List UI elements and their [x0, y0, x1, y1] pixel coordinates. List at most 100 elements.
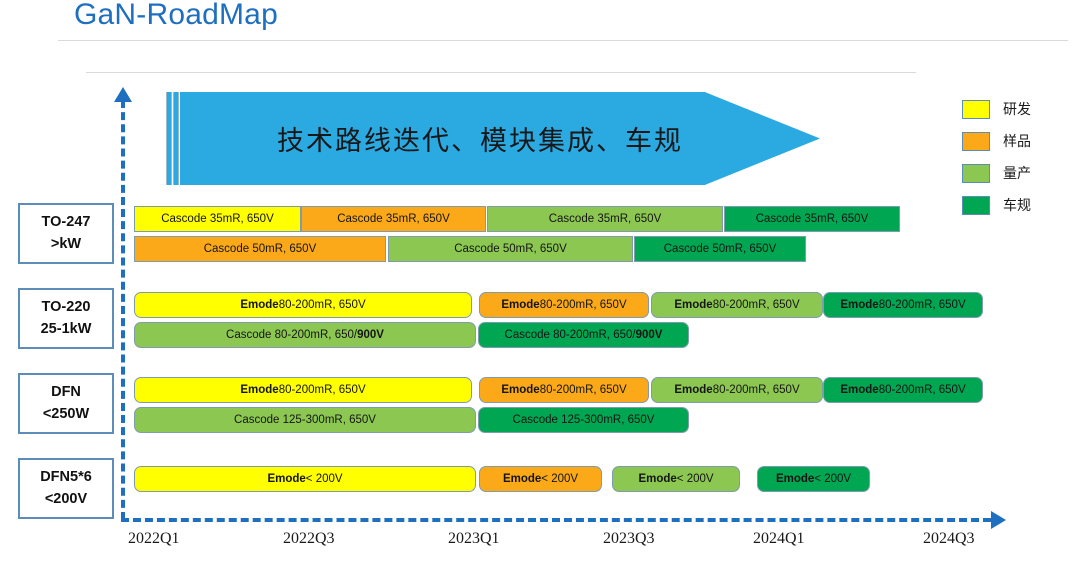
bar-label-text: Cascode 125-300mR, 650V — [234, 414, 376, 426]
roadmap-bar: Emode 80-200mR, 650V — [651, 377, 823, 403]
legend-item: 研发 — [962, 96, 1031, 122]
roadmap-bar: Emode 80-200mR, 650V — [823, 377, 983, 403]
bar-label-text: Cascode 125-300mR, 650V — [512, 414, 655, 426]
banner-arrow-shape — [180, 92, 820, 185]
bar-label-prefix: Emode — [840, 384, 879, 396]
roadmap-bar: Cascode 50mR, 650V — [134, 236, 386, 262]
roadmap-bar: Cascode 80-200mR, 650/900V — [134, 322, 476, 348]
bar-label-text: Cascode 50mR, 650V — [203, 243, 317, 255]
bar-label-prefix: Emode — [674, 384, 713, 396]
content-divider — [86, 72, 916, 73]
roadmap-bar: Emode 80-200mR, 650V — [134, 292, 472, 318]
roadmap-bar: Cascode 35mR, 650V — [301, 206, 486, 232]
bar-label-text: 80-200mR, 650V — [539, 299, 627, 311]
roadmap-bar: Cascode 50mR, 650V — [388, 236, 633, 262]
roadmap-bar: Cascode 50mR, 650V — [634, 236, 806, 262]
bar-label-text: < 200V — [541, 473, 579, 485]
roadmap-bar: Emode 80-200mR, 650V — [651, 292, 823, 318]
category-label-box: DFN <250W — [18, 373, 114, 434]
roadmap-bar: Cascode 35mR, 650V — [724, 206, 900, 232]
legend-item-label: 研发 — [1003, 102, 1031, 118]
bar-label-text: < 200V — [305, 473, 343, 485]
category-power-rating: >kW — [50, 235, 82, 252]
bar-label-prefix: Emode — [502, 473, 542, 485]
legend-item-label: 样品 — [1003, 134, 1031, 150]
bar-label-prefix: Emode — [501, 384, 540, 396]
bar-label-prefix: Emode — [775, 473, 815, 485]
bar-label-prefix: Emode — [240, 299, 279, 311]
banner-stripe-left — [166, 92, 172, 185]
legend-swatch-icon — [962, 99, 990, 119]
category-label-box: TO-220 25-1kW — [18, 288, 114, 349]
bar-label-prefix: Emode — [501, 299, 540, 311]
legend-swatch-icon — [962, 131, 990, 151]
category-package-name: TO-247 — [41, 214, 91, 231]
roadmap-bar: Cascode 35mR, 650V — [487, 206, 723, 232]
timeline-tick-label: 2024Q3 — [923, 530, 975, 547]
roadmap-bar: Cascode 35mR, 650V — [134, 206, 301, 232]
banner-stripe-right — [173, 92, 179, 185]
roadmap-bar: Emode < 200V — [757, 466, 870, 492]
bar-label-text: Cascode 35mR, 650V — [161, 213, 274, 225]
roadmap-bar: Emode < 200V — [479, 466, 602, 492]
bar-label-text: 80-200mR, 650V — [712, 299, 800, 311]
category-power-rating: 25-1kW — [40, 320, 92, 337]
roadmap-bar: Emode 80-200mR, 650V — [479, 377, 649, 403]
timeline-tick-label: 2022Q3 — [283, 530, 335, 547]
timeline-tick-label: 2022Q1 — [128, 530, 180, 547]
bar-label-text: 80-200mR, 650V — [878, 299, 966, 311]
title-divider — [58, 40, 1068, 41]
category-label-box: DFN5*6 <200V — [18, 458, 114, 519]
category-package-name: DFN — [51, 384, 81, 401]
legend-item: 车规 — [962, 192, 1031, 218]
legend-item: 量产 — [962, 160, 1031, 186]
bar-label-text: < 200V — [676, 473, 714, 485]
bar-label-text: Cascode 80-200mR, 650/ — [504, 329, 636, 341]
bar-label-prefix: Emode — [267, 473, 306, 485]
bar-label-text: 80-200mR, 650V — [539, 384, 627, 396]
bar-label-text: Cascode 35mR, 650V — [755, 213, 869, 225]
bar-label-prefix: Emode — [840, 299, 879, 311]
bar-label-suffix: 900V — [635, 329, 663, 341]
legend-swatch-icon — [962, 195, 990, 215]
bar-label-text: Cascode 80-200mR, 650/ — [226, 329, 358, 341]
legend: 研发样品量产车规 — [962, 96, 1031, 224]
roadmap-bar: Cascode 125-300mR, 650V — [478, 407, 689, 433]
roadmap-bar: Cascode 80-200mR, 650/900V — [478, 322, 689, 348]
roadmap-bar: Cascode 125-300mR, 650V — [134, 407, 476, 433]
bar-label-text: 80-200mR, 650V — [278, 384, 366, 396]
vertical-axis-arrow-icon — [114, 87, 132, 102]
bar-label-suffix: 900V — [357, 329, 384, 341]
bar-label-text: Cascode 50mR, 650V — [663, 243, 777, 255]
legend-item: 样品 — [962, 128, 1031, 154]
strategy-banner-arrow: 技术路线迭代、模块集成、车规 — [166, 92, 820, 185]
roadmap-bar: Emode < 200V — [612, 466, 740, 492]
legend-swatch-icon — [962, 163, 990, 183]
timeline-tick-label: 2023Q1 — [448, 530, 500, 547]
category-package-name: TO-220 — [41, 299, 91, 316]
category-power-rating: <250W — [42, 405, 90, 422]
timeline-axis-arrow-icon — [991, 511, 1006, 529]
bar-label-text: 80-200mR, 650V — [712, 384, 800, 396]
bar-label-text: Cascode 50mR, 650V — [454, 243, 567, 255]
roadmap-bar: Emode 80-200mR, 650V — [479, 292, 649, 318]
legend-item-label: 车规 — [1003, 198, 1031, 214]
timeline-tick-label: 2023Q3 — [603, 530, 655, 547]
bar-label-text: Cascode 35mR, 650V — [337, 213, 450, 225]
bar-label-text: 80-200mR, 650V — [278, 299, 366, 311]
roadmap-bar: Emode < 200V — [134, 466, 476, 492]
bar-label-prefix: Emode — [240, 384, 279, 396]
roadmap-bar: Emode 80-200mR, 650V — [823, 292, 983, 318]
bar-label-text: 80-200mR, 650V — [878, 384, 966, 396]
roadmap-bar: Emode 80-200mR, 650V — [134, 377, 472, 403]
timeline-axis-dashed-line — [121, 518, 991, 522]
page-title: GaN-RoadMap — [74, 0, 278, 31]
category-power-rating: <200V — [44, 490, 88, 507]
vertical-axis-dashed-line — [121, 100, 125, 520]
banner-label: 技术路线迭代、模块集成、车规 — [277, 126, 683, 157]
category-label-box: TO-247 >kW — [18, 203, 114, 264]
category-package-name: DFN5*6 — [40, 469, 92, 486]
legend-item-label: 量产 — [1003, 166, 1031, 182]
bar-label-text: Cascode 35mR, 650V — [548, 213, 662, 225]
